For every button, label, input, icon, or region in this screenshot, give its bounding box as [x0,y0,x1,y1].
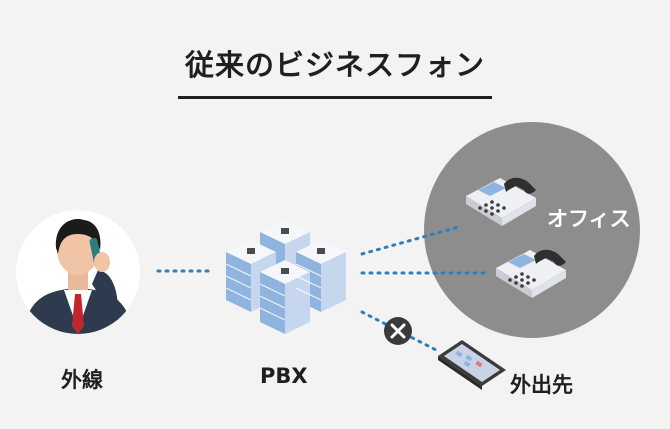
page-title: 従来のビジネスフォン [184,48,485,82]
line-pbx-office-phone-1 [360,224,464,256]
desk-phone-icon [466,177,536,226]
server-stack-icon [225,220,346,334]
tablet-icon [438,340,506,390]
pbx-label: PBX [260,364,308,388]
x-mark-icon [384,317,412,345]
office-area [424,122,640,338]
outside-label: 外出先 [510,373,573,397]
connection-lines [156,224,490,354]
line-pbx-outside [360,310,442,354]
title-underline [178,96,492,99]
server-unit-front [260,260,310,334]
businessman-on-phone-icon [16,210,140,334]
desk-phone-icon [496,249,566,298]
external-line-label: 外線 [61,368,103,392]
office-label: オフィス [547,207,631,231]
